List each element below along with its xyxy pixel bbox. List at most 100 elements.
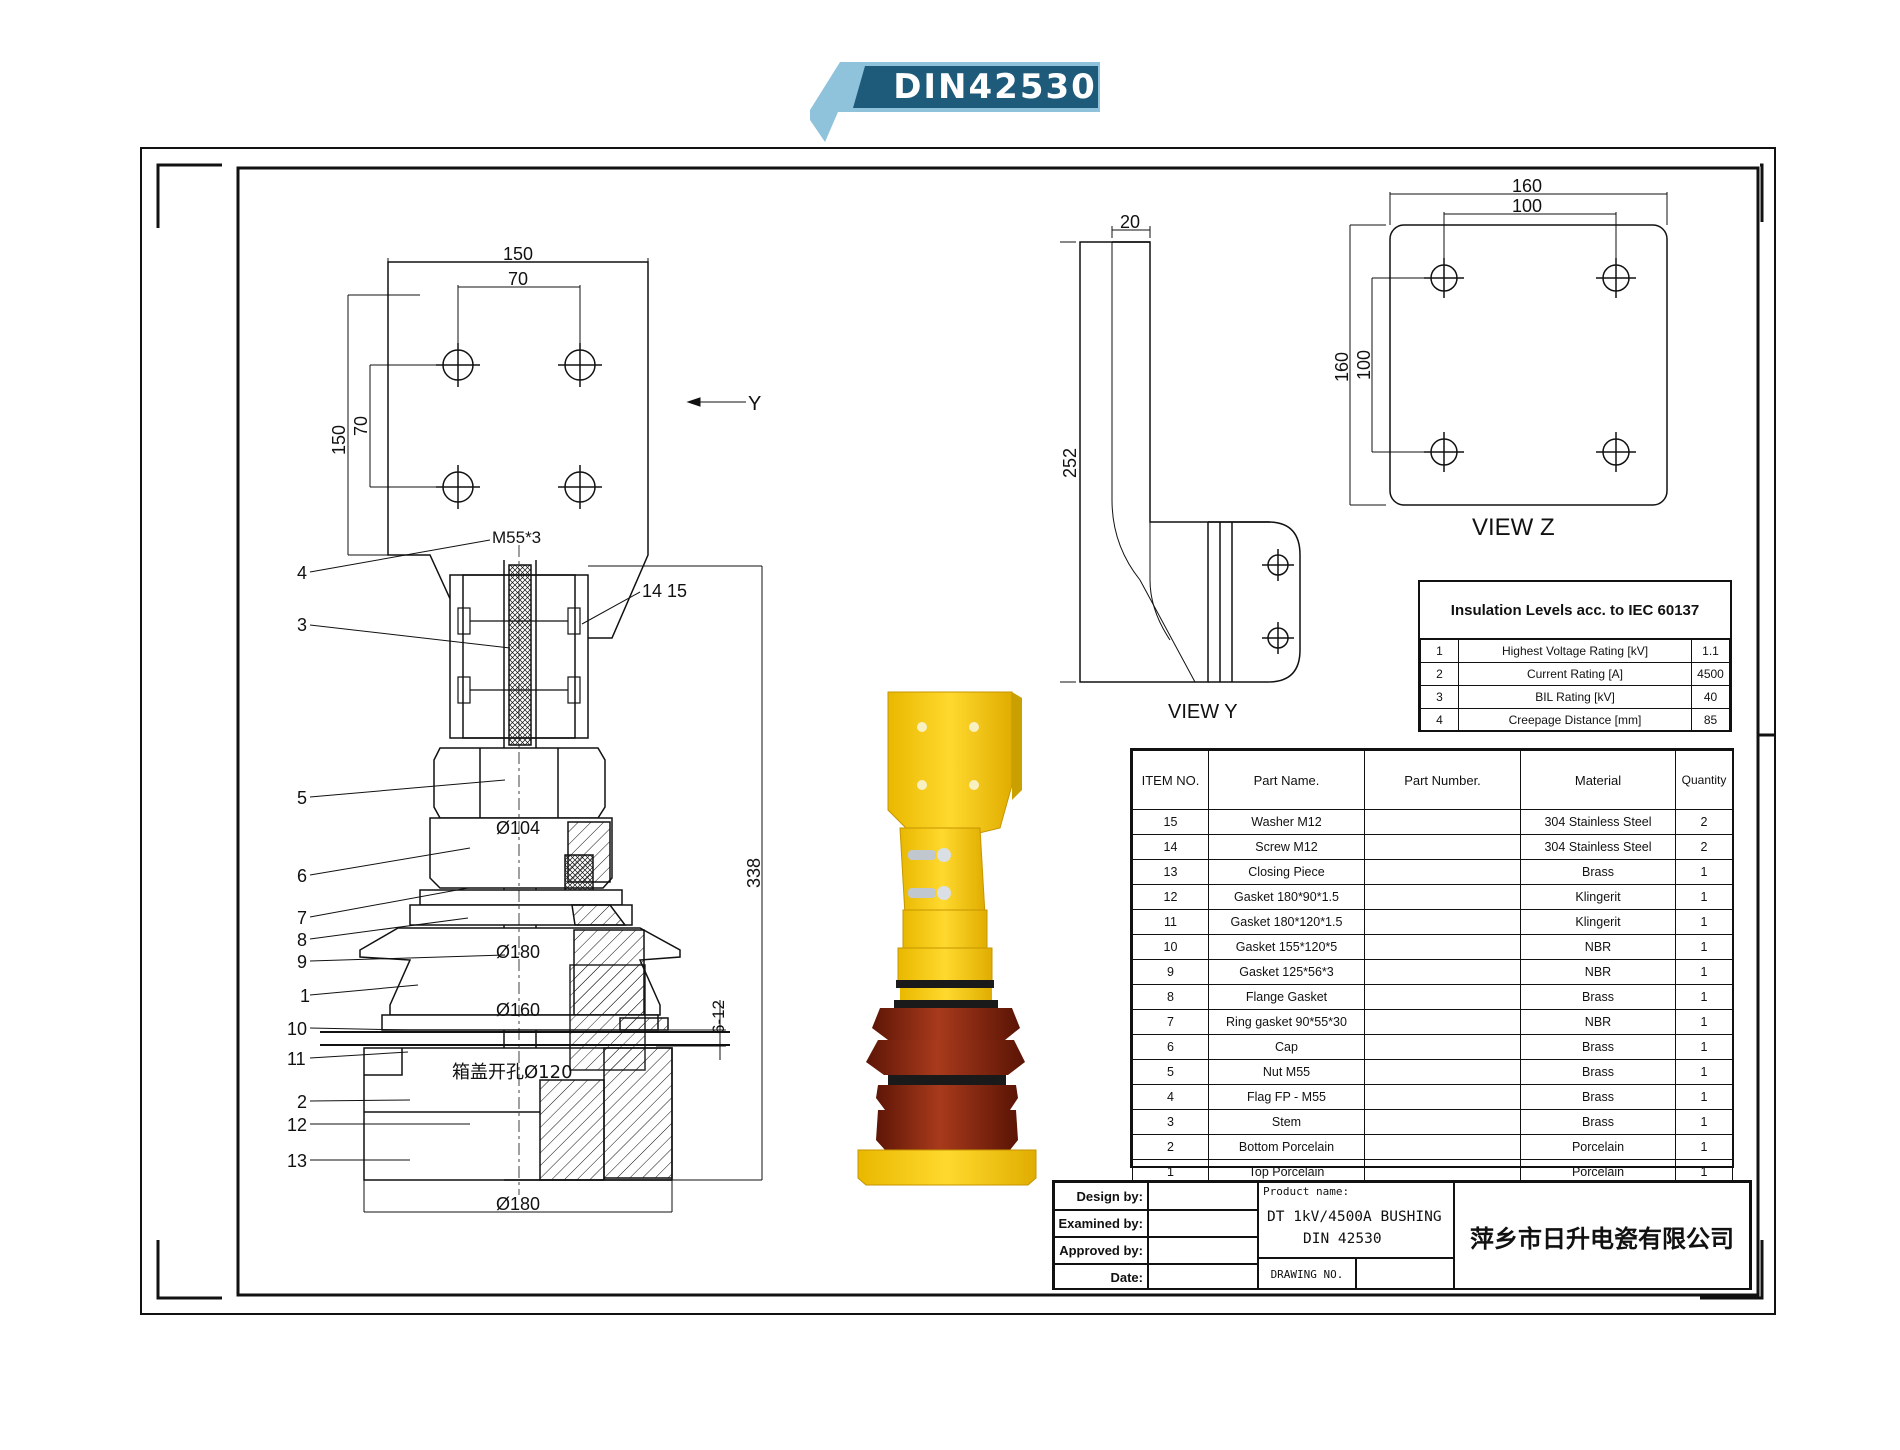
dim-160-top: 160 xyxy=(1512,176,1542,196)
callout-9: 9 xyxy=(297,952,307,972)
view-y-drawing xyxy=(1060,226,1301,683)
parts-cell-number xyxy=(1364,984,1521,1010)
callout-10: 10 xyxy=(287,1019,307,1039)
approved-by-label: Approved by: xyxy=(1054,1237,1148,1264)
parts-cell-material: Klingerit xyxy=(1520,884,1676,910)
product-name-line1: DT 1kV/4500A BUSHING xyxy=(1267,1209,1442,1225)
parts-cell-material: Brass xyxy=(1520,984,1676,1010)
corner-marks xyxy=(156,163,1764,1300)
drawing-no-label: DRAWING NO. xyxy=(1258,1258,1356,1290)
parts-cell-qty: 1 xyxy=(1675,1084,1733,1110)
dim-phi180: Ø180 xyxy=(496,942,540,962)
callout-6: 6 xyxy=(297,866,307,886)
parts-cell-material: Porcelain xyxy=(1520,1134,1676,1160)
front-dimensions xyxy=(347,258,763,1213)
parts-cell-material: Klingerit xyxy=(1520,909,1676,935)
dim-160-side: 160 xyxy=(1332,352,1352,382)
view-y-labels: 20 252 VIEW Y xyxy=(1060,212,1238,723)
dim-6-12: 6-12 xyxy=(709,1000,728,1034)
callout-7: 7 xyxy=(297,908,307,928)
date-label: Date: xyxy=(1054,1264,1148,1290)
parts-cell-name: Nut M55 xyxy=(1208,1059,1365,1085)
dim-70-top: 70 xyxy=(508,269,528,289)
callout-1: 1 xyxy=(300,986,310,1006)
product-name-label: Product name: xyxy=(1263,1185,1350,1198)
parts-cell-name: Gasket 180*120*1.5 xyxy=(1208,909,1365,935)
callout-8: 8 xyxy=(297,930,307,950)
parts-cell-name: Stem xyxy=(1208,1109,1365,1135)
parts-cell-qty: 1 xyxy=(1675,984,1733,1010)
parts-cell-number xyxy=(1364,834,1521,860)
header-item-no: ITEM NO. xyxy=(1132,750,1209,810)
parts-cell-name: Gasket 180*90*1.5 xyxy=(1208,884,1365,910)
dim-phi104: Ø104 xyxy=(496,818,540,838)
parts-cell-name: Gasket 125*56*3 xyxy=(1208,959,1365,985)
parts-cell-number xyxy=(1364,809,1521,835)
product-name-line2: DIN 42530 xyxy=(1303,1231,1382,1247)
parts-cell-qty: 1 xyxy=(1675,859,1733,885)
front-dimension-labels: 150 70 150 70 M55*3 Y 338 Ø104 Ø180 Ø160… xyxy=(329,244,764,1214)
parts-cell-qty: 2 xyxy=(1675,809,1733,835)
view-z-labels: 160 100 160 100 VIEW Z xyxy=(1332,176,1555,541)
parts-cell-qty: 2 xyxy=(1675,834,1733,860)
parts-cell-material: NBR xyxy=(1520,1009,1676,1035)
callout-4: 4 xyxy=(297,563,307,583)
parts-cell-item: 8 xyxy=(1132,984,1209,1010)
dim-100-top: 100 xyxy=(1512,196,1542,216)
outer-frame xyxy=(140,147,1776,1315)
view-y-title: VIEW Y xyxy=(1168,701,1238,723)
parts-cell-material: 304 Stainless Steel xyxy=(1520,809,1676,835)
parts-cell-name: Bottom Porcelain xyxy=(1208,1134,1365,1160)
dim-hole: 箱盖开孔Ø120 xyxy=(452,1062,573,1083)
parts-cell-qty: 1 xyxy=(1675,1059,1733,1085)
product-name-cell: Product name: DT 1kV/4500A BUSHING DIN 4… xyxy=(1258,1182,1454,1258)
parts-cell-number xyxy=(1364,909,1521,935)
parts-cell-material: NBR xyxy=(1520,934,1676,960)
design-by-field xyxy=(1148,1182,1258,1210)
insulation-levels-table: Insulation Levels acc. to IEC 60137 1 Hi… xyxy=(1418,580,1732,732)
callout-12: 12 xyxy=(287,1115,307,1135)
parts-cell-qty: 1 xyxy=(1675,1034,1733,1060)
parts-cell-number xyxy=(1364,884,1521,910)
parts-cell-material: Brass xyxy=(1520,1109,1676,1135)
parts-cell-item: 7 xyxy=(1132,1009,1209,1035)
parts-cell-name: Cap xyxy=(1208,1034,1365,1060)
front-view xyxy=(320,261,730,1195)
view-z-title: VIEW Z xyxy=(1472,514,1555,541)
insulation-row: 4 Creepage Distance [mm] 85 xyxy=(1420,708,1730,732)
parts-cell-item: 5 xyxy=(1132,1059,1209,1085)
header-part-name: Part Name. xyxy=(1208,750,1365,810)
parts-cell-name: Flange Gasket xyxy=(1208,984,1365,1010)
parts-cell-number xyxy=(1364,1134,1521,1160)
parts-cell-item: 11 xyxy=(1132,909,1209,935)
dim-phi160: Ø160 xyxy=(496,1000,540,1020)
parts-cell-item: 13 xyxy=(1132,859,1209,885)
parts-cell-number xyxy=(1364,1109,1521,1135)
flag-holes xyxy=(436,343,602,509)
examined-by-field xyxy=(1148,1210,1258,1237)
parts-cell-material: NBR xyxy=(1520,959,1676,985)
parts-cell-material: Brass xyxy=(1520,859,1676,885)
parts-cell-item: 15 xyxy=(1132,809,1209,835)
parts-cell-qty: 1 xyxy=(1675,1009,1733,1035)
callout-14-15: 14 15 xyxy=(642,581,687,601)
callout-leaders xyxy=(309,539,641,1161)
parts-cell-item: 6 xyxy=(1132,1034,1209,1060)
callout-numbers: 4 3 14 15 5 6 7 8 9 1 10 11 2 12 13 xyxy=(287,563,687,1171)
parts-cell-number xyxy=(1364,1034,1521,1060)
view-y-arrow-label: Y xyxy=(748,393,761,415)
drawing-no-field xyxy=(1356,1258,1454,1290)
parts-cell-name: Screw M12 xyxy=(1208,834,1365,860)
product-render xyxy=(857,691,1037,1186)
parts-header-row: ITEM NO. Part Name. Part Number. Materia… xyxy=(1132,750,1733,810)
insulation-row: 2 Current Rating [A] 4500 xyxy=(1420,662,1730,686)
